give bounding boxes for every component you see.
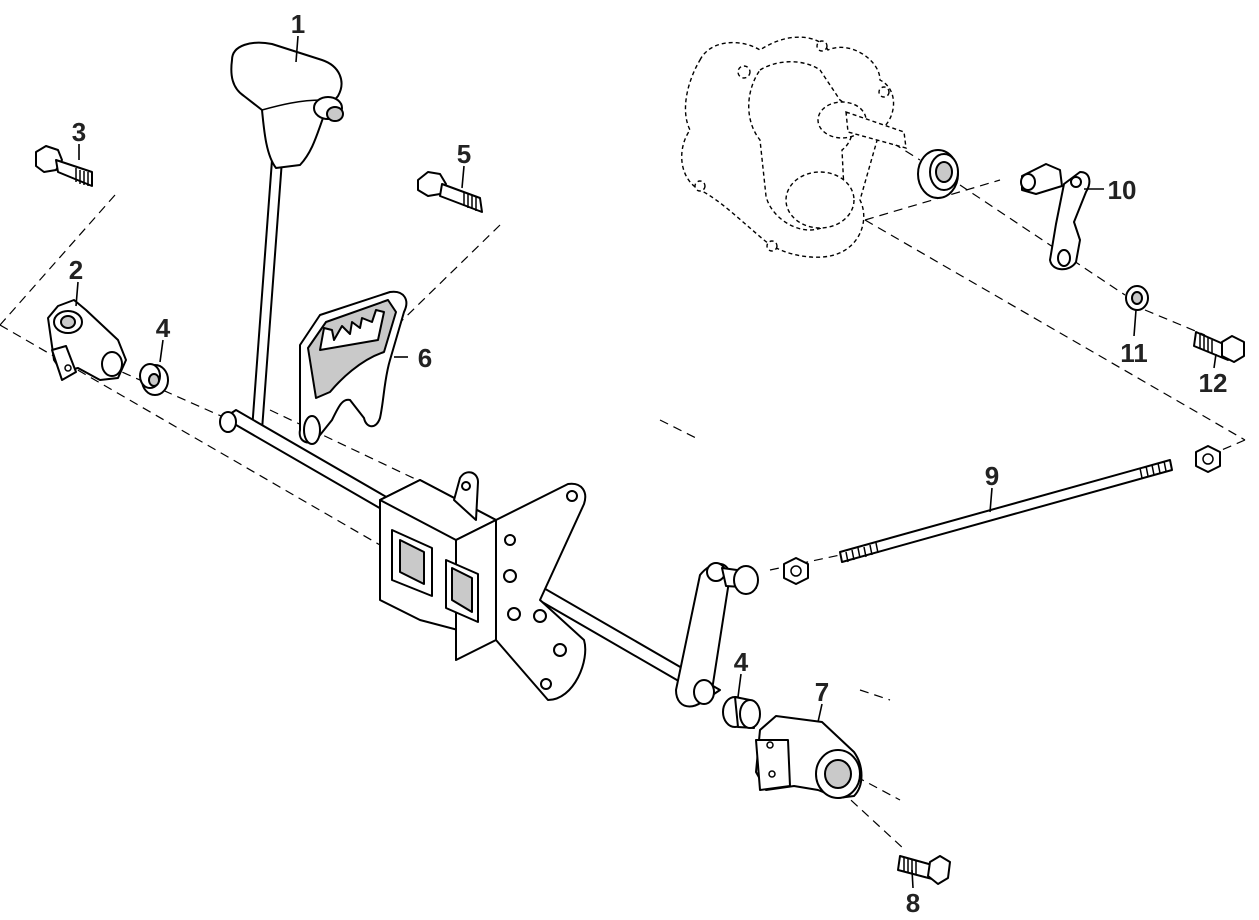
part-12-bolt [1193, 331, 1245, 363]
part-6-ratchet-plate [298, 290, 408, 445]
part-8-bolt [897, 855, 951, 885]
part-9-threaded-rod [839, 459, 1173, 563]
callout-4-right: 4 [734, 647, 749, 677]
callout-8: 8 [906, 888, 920, 918]
callout-1: 1 [291, 9, 305, 39]
main-mount-bracket [379, 471, 587, 701]
callout-10: 10 [1108, 175, 1137, 205]
callout-2: 2 [69, 255, 83, 285]
callout-4-left: 4 [156, 313, 171, 343]
part-10-shift-arm [1020, 163, 1091, 271]
part-7-bracket [755, 715, 863, 799]
part-nut-left [783, 557, 809, 585]
callout-5: 5 [457, 139, 471, 169]
part-11-washer [1125, 285, 1149, 311]
part-nut-right [1195, 445, 1221, 473]
transmission-housing [681, 36, 907, 258]
callout-11: 11 [1120, 338, 1148, 368]
part-3-bolt [35, 145, 93, 187]
callout-7: 7 [815, 677, 829, 707]
leader-lines [75, 35, 1217, 889]
part-2-bracket [47, 299, 127, 381]
part-5-bolt [417, 171, 483, 213]
part-4-bushing-right [722, 696, 761, 729]
callouts: 1 2 3 4 4 5 6 7 8 9 10 11 12 [69, 9, 1228, 918]
callout-12: 12 [1199, 368, 1228, 398]
part-4-bushing-left [139, 363, 169, 396]
callout-9: 9 [985, 461, 999, 491]
seal-ring [917, 149, 959, 199]
callout-6: 6 [418, 343, 432, 373]
callout-3: 3 [72, 117, 86, 147]
